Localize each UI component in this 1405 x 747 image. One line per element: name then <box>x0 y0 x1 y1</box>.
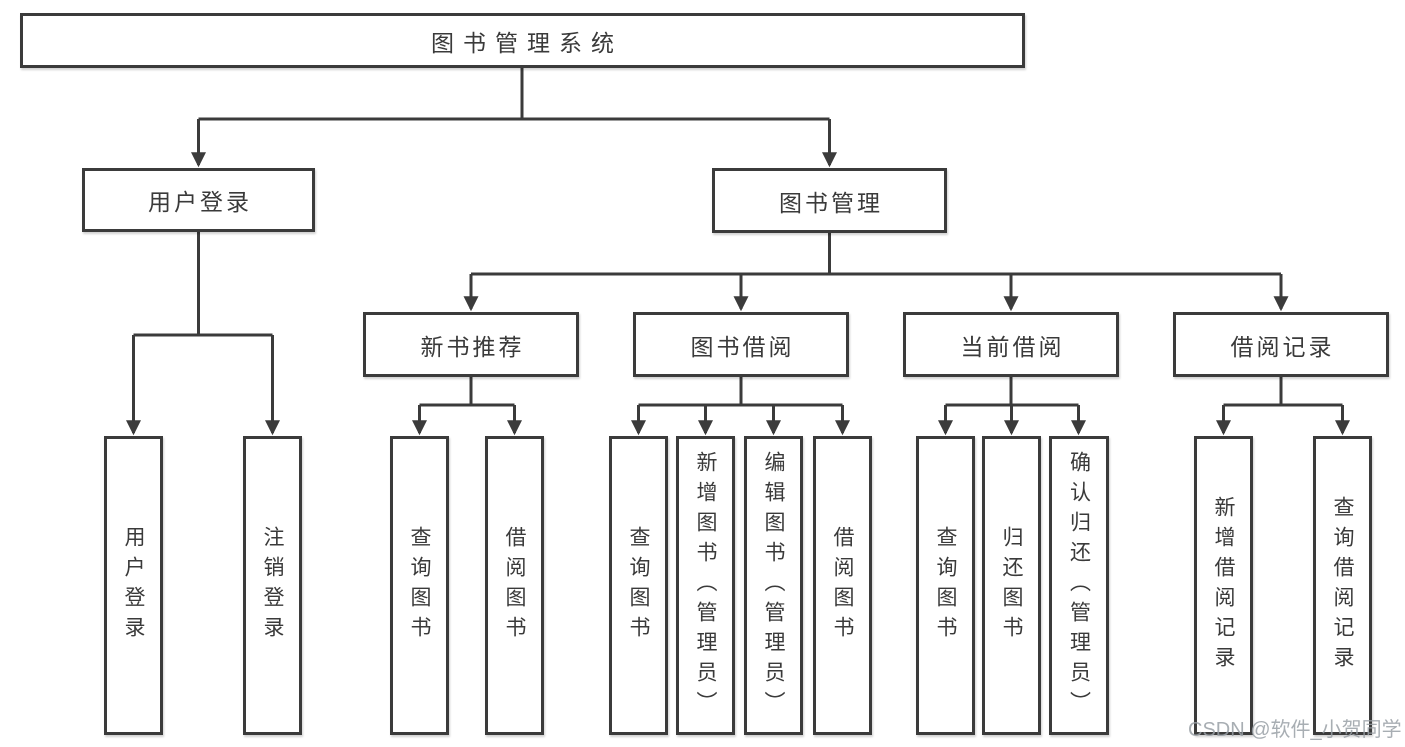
node-label: 借阅记录 <box>1230 333 1335 360</box>
node-book-management: 图书管理 <box>712 168 947 233</box>
leaf-confirm-return-admin: 确认归还（管理员） <box>1049 436 1109 735</box>
node-label: 用户登录 <box>148 189 252 215</box>
node-label: 当前借阅 <box>960 333 1065 360</box>
node-book-borrowing: 图书借阅 <box>633 312 849 377</box>
node-label: 用户登录 <box>122 525 146 646</box>
leaf-add-borrow-record: 新增借阅记录 <box>1194 436 1253 735</box>
leaf-borrow-books: 借阅图书 <box>813 436 872 735</box>
node-label: 新增图书（管理员） <box>694 450 718 721</box>
node-label: 新书推荐 <box>420 333 525 360</box>
node-label: 查询图书 <box>934 525 958 646</box>
node-label: 查询图书 <box>627 525 651 646</box>
node-label: 查询借阅记录 <box>1331 495 1355 676</box>
leaf-user-login: 用户登录 <box>104 436 163 735</box>
node-label: 新增借阅记录 <box>1212 495 1236 676</box>
leaf-add-book-admin: 新增图书（管理员） <box>676 436 735 735</box>
node-label: 归还图书 <box>1000 525 1024 646</box>
leaf-logout: 注销登录 <box>243 436 302 735</box>
leaf-query-borrow-record: 查询借阅记录 <box>1313 436 1372 735</box>
node-borrowing-records: 借阅记录 <box>1173 312 1389 377</box>
leaf-query-books: 查询图书 <box>916 436 975 735</box>
csdn-watermark: CSDN @软件_小贺同学 <box>1188 719 1402 741</box>
node-current-borrowing: 当前借阅 <box>903 312 1119 377</box>
node-label: 查询图书 <box>408 525 432 646</box>
leaf-return-books: 归还图书 <box>982 436 1041 735</box>
node-label: 图书管理系统 <box>431 29 623 56</box>
node-label: 注销登录 <box>261 525 285 646</box>
node-label: 图书管理 <box>779 189 883 216</box>
leaf-edit-book-admin: 编辑图书（管理员） <box>744 436 803 735</box>
node-label: 借阅图书 <box>503 525 527 646</box>
node-label: 确认归还（管理员） <box>1067 450 1091 721</box>
node-library-management-system: 图书管理系统 <box>20 13 1025 68</box>
node-label: 编辑图书（管理员） <box>762 450 786 721</box>
leaf-query-books: 查询图书 <box>390 436 449 735</box>
node-user-login: 用户登录 <box>82 168 315 232</box>
node-label: 图书借阅 <box>690 333 795 360</box>
leaf-borrow-books: 借阅图书 <box>485 436 544 735</box>
leaf-query-books: 查询图书 <box>609 436 668 735</box>
node-new-book-recommendation: 新书推荐 <box>363 312 579 377</box>
node-label: 借阅图书 <box>831 525 855 646</box>
